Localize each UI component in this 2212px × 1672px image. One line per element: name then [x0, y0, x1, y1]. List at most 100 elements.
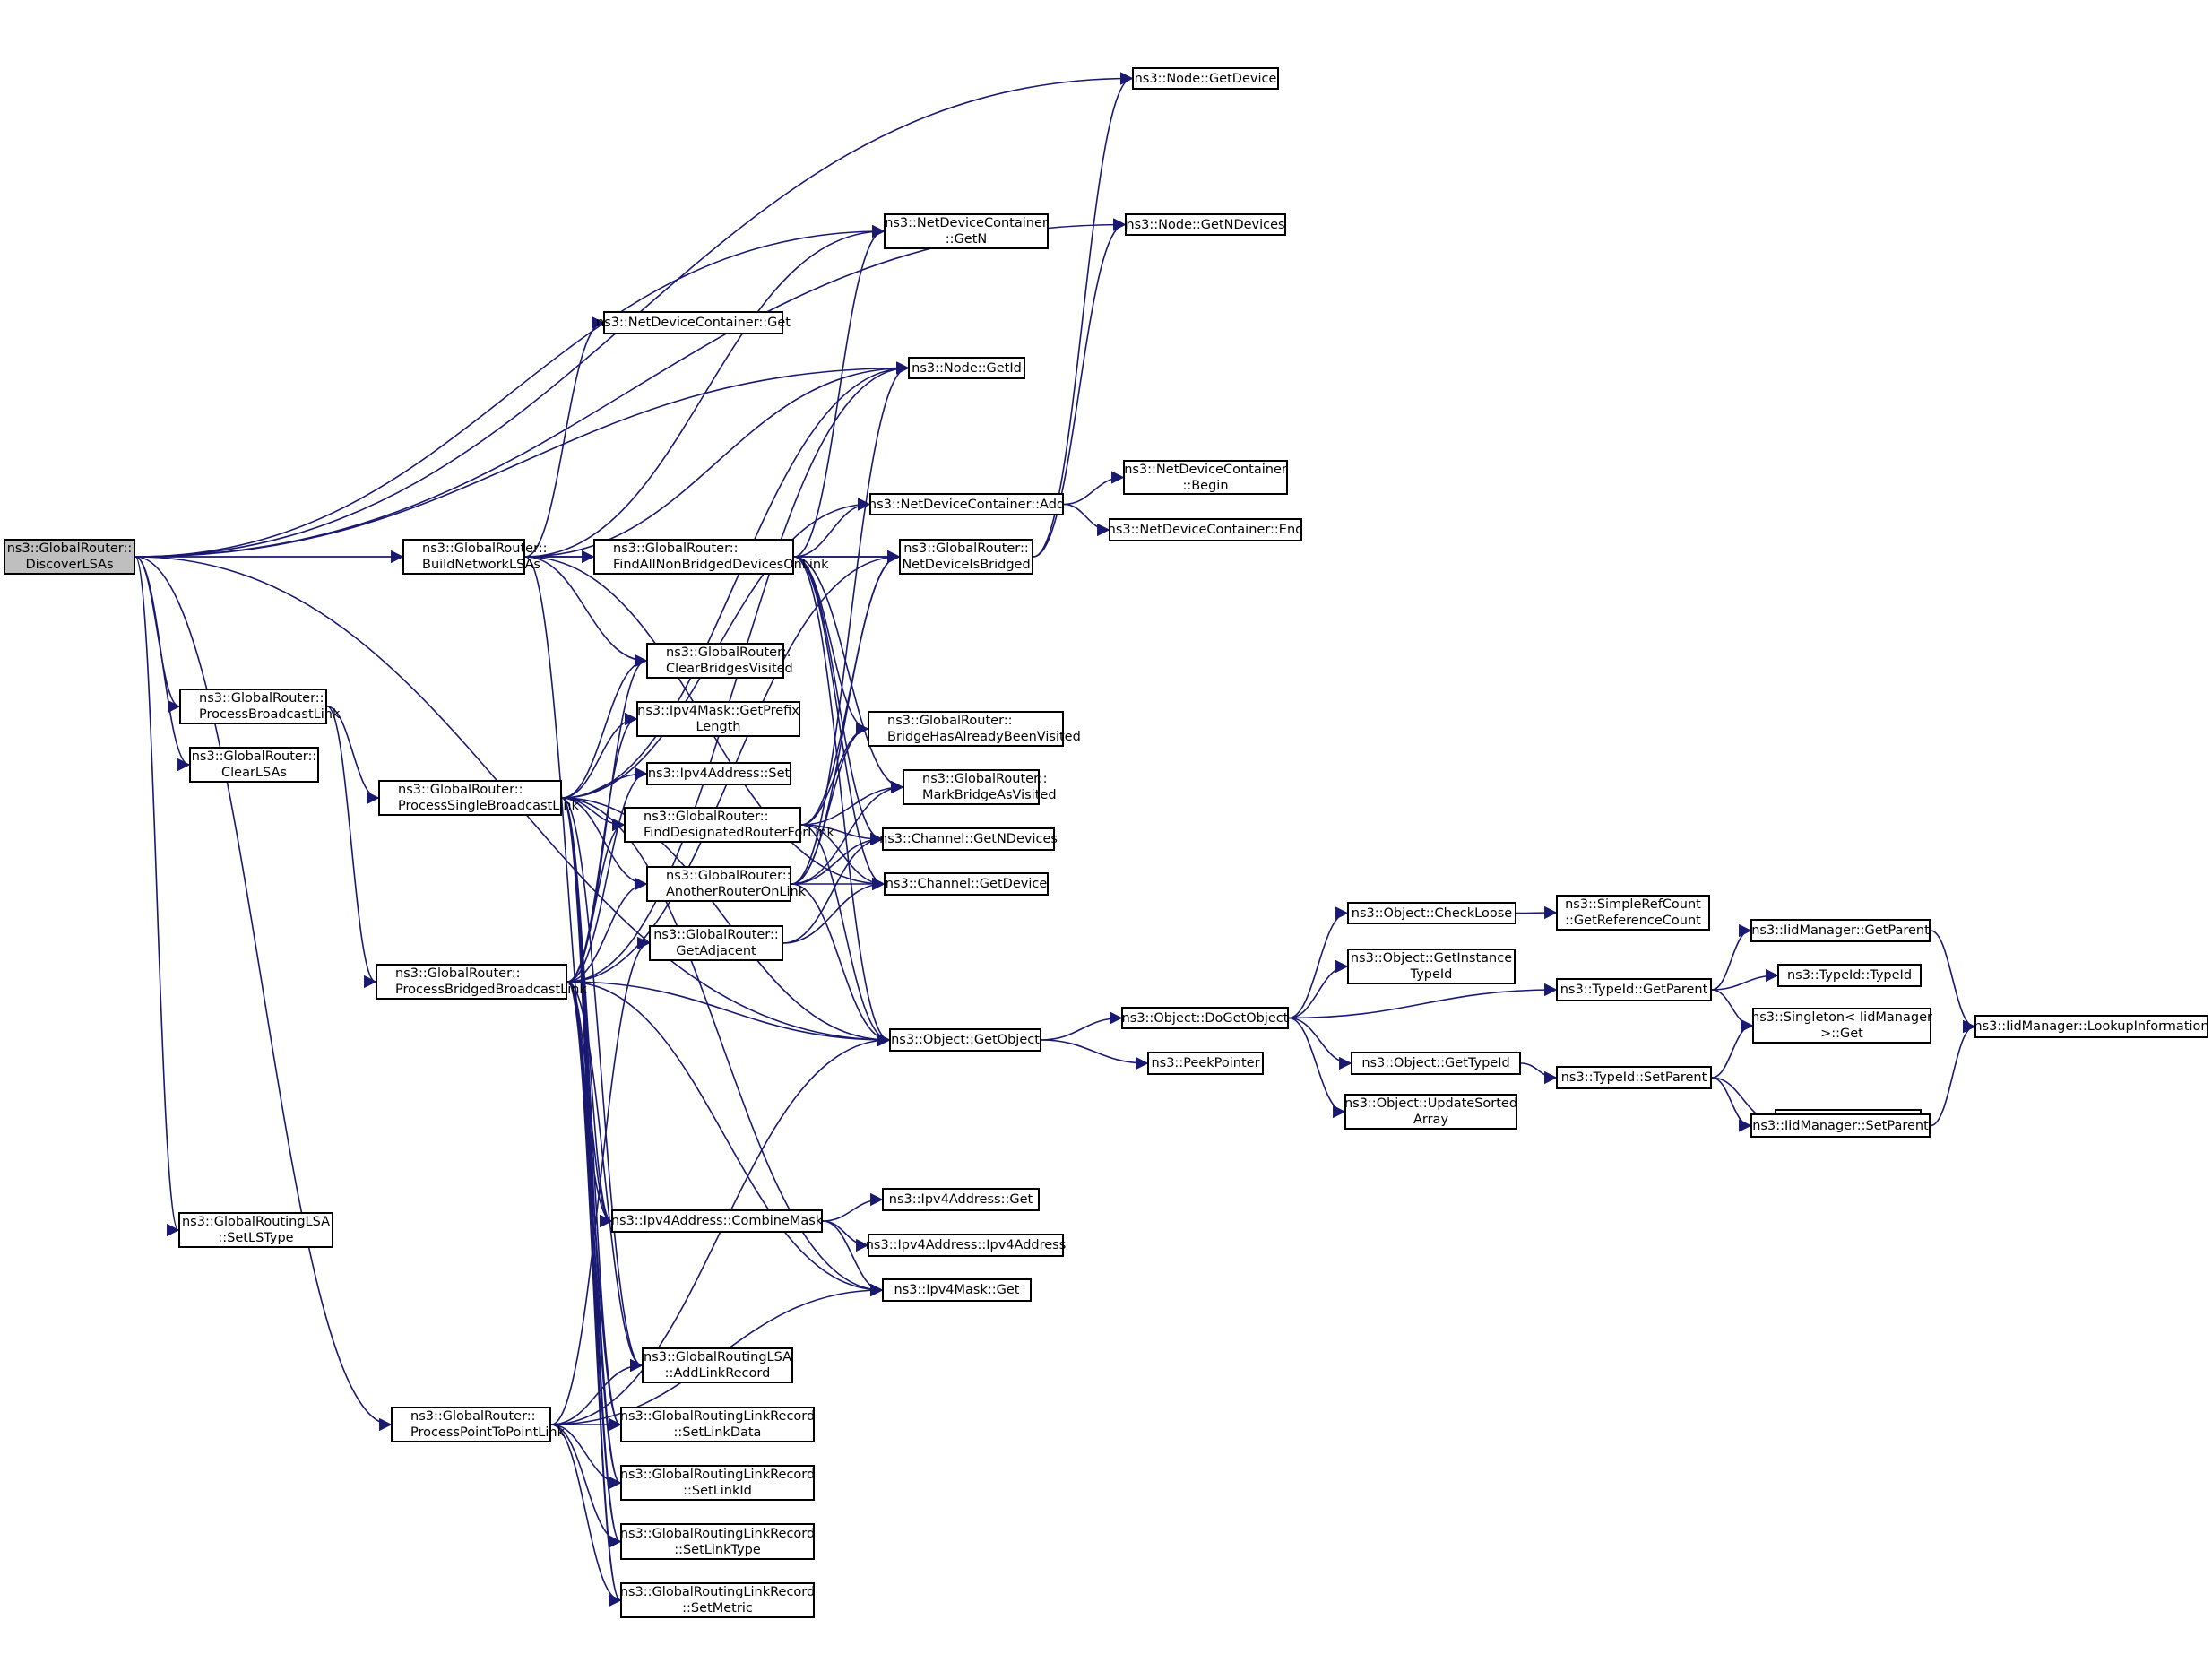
node-label-line: ns3::GlobalRouter::: [6, 541, 133, 556]
node-get-adjacent[interactable]: ns3::GlobalRouter::GetAdjacent: [649, 925, 783, 961]
node-process-point-to-point-link[interactable]: ns3::GlobalRouter::ProcessPointToPointLi…: [391, 1407, 565, 1442]
node-label-line: ns3::GlobalRouter::: [398, 783, 523, 797]
edge-another-router-on-link-to-mark-bridge-as-visited: [791, 780, 904, 885]
node-label-line: ns3::GlobalRouter::: [666, 869, 791, 883]
node-label-line: ns3::NetDeviceContainer::End: [1107, 523, 1304, 537]
node-bridge-has-already-been-visited[interactable]: ns3::GlobalRouter::BridgeHasAlreadyBeenV…: [868, 711, 1081, 747]
node-clear-ls-as[interactable]: ns3::GlobalRouter::ClearLSAs: [189, 747, 319, 783]
node-label-line: ns3::Object::GetInstance: [1350, 951, 1513, 966]
edge-build-network-ls-as-to-ndc-get-n: [524, 224, 886, 558]
node-ipv4-address-set[interactable]: ns3::Ipv4Address::Set: [646, 762, 791, 785]
node-type-id-set-parent[interactable]: ns3::TypeId::SetParent: [1556, 1066, 1712, 1089]
node-label-line: ::SetLinkId: [683, 1484, 752, 1498]
node-label-line: ns3::NetDeviceContainer: [885, 216, 1048, 230]
node-get-object[interactable]: ns3::Object::GetObject: [889, 1028, 1041, 1052]
node-label-line: ClearLSAs: [221, 766, 287, 780]
node-label-line: TypeId: [1410, 967, 1453, 982]
node-label-line: ns3::TypeId::GetParent: [1560, 983, 1708, 997]
node-check-loose[interactable]: ns3::Object::CheckLoose: [1347, 902, 1516, 924]
node-process-single-broadcast-link[interactable]: ns3::GlobalRouter::ProcessSingleBroadcas…: [378, 780, 579, 816]
node-label-line: ns3::GlobalRouter::: [422, 541, 548, 556]
node-set-ls-type[interactable]: ns3::GlobalRoutingLSA::SetLSType: [178, 1212, 333, 1248]
edge-build-network-ls-as-to-combine-mask: [524, 556, 613, 1227]
edge-find-designated-router-for-link-to-channel-get-device: [800, 824, 886, 891]
node-peek-pointer[interactable]: ns3::PeekPointer: [1147, 1052, 1264, 1075]
node-type-id-type-id[interactable]: ns3::TypeId::TypeId: [1777, 964, 1922, 987]
node-set-link-data[interactable]: ns3::GlobalRoutingLinkRecord::SetLinkDat…: [620, 1407, 815, 1442]
node-discover-ls-as[interactable]: ns3::GlobalRouter::DiscoverLSAs: [4, 539, 135, 575]
edge-process-point-to-point-link-to-set-metric: [550, 1424, 622, 1607]
node-find-designated-router-for-link[interactable]: ns3::GlobalRouter::FindDesignatedRouterF…: [624, 807, 834, 843]
node-ipv4-mask-get[interactable]: ns3::Ipv4Mask::Get: [882, 1278, 1032, 1302]
edge-ndc-add-to-ndc-end: [1063, 503, 1110, 537]
node-combine-mask[interactable]: ns3::Ipv4Address::CombineMask: [611, 1209, 823, 1233]
node-label-line: ::AddLinkRecord: [664, 1366, 771, 1381]
node-singleton-get[interactable]: ns3::Singleton< IidManager>::Get: [1751, 1008, 1932, 1044]
node-find-all-non-bridged[interactable]: ns3::GlobalRouter::FindAllNonBridgedDevi…: [593, 539, 829, 575]
node-label-line: ns3::IidManager::GetParent: [1751, 923, 1930, 938]
node-ndc-get-n[interactable]: ns3::NetDeviceContainer::GetN: [884, 213, 1049, 249]
node-clear-bridges-visited[interactable]: ns3::GlobalRouter::ClearBridgesVisited: [646, 643, 793, 679]
node-node-get-device[interactable]: ns3::Node::GetDevice: [1132, 67, 1279, 90]
edge-discover-ls-as-to-clear-ls-as: [134, 556, 191, 772]
edge-process-single-broadcast-link-to-add-link-record: [561, 797, 644, 1372]
node-iid-get-parent[interactable]: ns3::IidManager::GetParent: [1750, 919, 1931, 942]
node-another-router-on-link[interactable]: ns3::GlobalRouter::AnotherRouterOnLink: [646, 866, 806, 902]
node-mark-bridge-as-visited[interactable]: ns3::GlobalRouter::MarkBridgeAsVisited: [903, 769, 1057, 805]
node-label-line: >::Get: [1820, 1027, 1863, 1041]
node-net-device-is-bridged[interactable]: ns3::GlobalRouter::NetDeviceIsBridged: [899, 539, 1033, 575]
node-ipv4-address-get[interactable]: ns3::Ipv4Address::Get: [882, 1188, 1040, 1211]
node-node-get-n-devices[interactable]: ns3::Node::GetNDevices: [1125, 213, 1286, 236]
node-iid-set-parent[interactable]: ns3::IidManager::SetParent: [1750, 1113, 1931, 1138]
edge-process-single-broadcast-link-to-set-link-id: [561, 797, 622, 1489]
node-label-line: ns3::GlobalRouter::: [613, 541, 739, 556]
node-label-line: ::SetLSType: [218, 1231, 294, 1245]
edge-type-id-set-parent-to-iid-set-parent: [1711, 1077, 1752, 1132]
node-add-link-record[interactable]: ns3::GlobalRoutingLSA::AddLinkRecord: [642, 1347, 793, 1383]
node-ndc-end[interactable]: ns3::NetDeviceContainer::End: [1107, 518, 1304, 541]
edge-process-point-to-point-link-to-set-link-type: [550, 1424, 622, 1548]
node-label-line: ::GetN: [945, 232, 988, 247]
edge-process-bridged-broadcast-link-to-ipv4-address-set: [566, 767, 648, 983]
edge-iid-get-parent-to-lookup-information: [1930, 930, 1976, 1034]
node-label-line: ns3::Ipv4Mask::Get: [894, 1283, 1020, 1297]
node-ndc-get[interactable]: ns3::NetDeviceContainer::Get: [596, 311, 791, 334]
node-lookup-information[interactable]: ns3::IidManager::LookupInformation: [1974, 1015, 2209, 1038]
node-label-line: ns3::GlobalRouter::: [191, 749, 317, 764]
node-set-link-type[interactable]: ns3::GlobalRoutingLinkRecord::SetLinkTyp…: [620, 1523, 815, 1560]
node-label-line: ns3::NetDeviceContainer::Add: [868, 497, 1066, 512]
node-label-line: ns3::GlobalRouter::: [903, 541, 1029, 556]
edge-process-bridged-broadcast-link-to-another-router-on-link: [566, 877, 648, 983]
node-node-get-id[interactable]: ns3::Node::GetId: [908, 357, 1025, 379]
node-ndc-begin[interactable]: ns3::NetDeviceContainer::Begin: [1123, 460, 1288, 495]
node-ipv4-address-ctor[interactable]: ns3::Ipv4Address::Ipv4Address: [866, 1234, 1066, 1257]
edge-process-bridged-broadcast-link-to-find-designated-router-for-link: [566, 818, 626, 983]
edge-find-all-non-bridged-to-ndc-get-n: [793, 224, 886, 558]
node-channel-get-device[interactable]: ns3::Channel::GetDevice: [884, 872, 1049, 896]
node-label-line: NetDeviceIsBridged: [902, 558, 1031, 572]
node-label-line: ProcessPointToPointLink: [410, 1425, 565, 1440]
node-type-id-get-parent[interactable]: ns3::TypeId::GetParent: [1556, 978, 1712, 1001]
edge-process-bridged-broadcast-link-to-add-link-record: [566, 981, 644, 1373]
node-set-metric[interactable]: ns3::GlobalRoutingLinkRecord::SetMetric: [620, 1582, 815, 1618]
node-label-line: ns3::Ipv4Mask::GetPrefix: [637, 704, 799, 718]
node-build-network-ls-as[interactable]: ns3::GlobalRouter::BuildNetworkLSAs: [402, 539, 548, 575]
node-get-reference-count[interactable]: ns3::SimpleRefCount::GetReferenceCount: [1556, 895, 1710, 931]
node-label-line: MarkBridgeAsVisited: [922, 788, 1057, 802]
edge-net-device-is-bridged-to-node-get-device: [1033, 72, 1134, 558]
node-label-line: ns3::IidManager::LookupInformation: [1974, 1019, 2209, 1034]
edge-net-device-is-bridged-to-node-get-n-devices: [1033, 218, 1127, 558]
node-ndc-add[interactable]: ns3::NetDeviceContainer::Add: [868, 493, 1066, 515]
node-object-get-type-id[interactable]: ns3::Object::GetTypeId: [1351, 1052, 1521, 1075]
node-do-get-object[interactable]: ns3::Object::DoGetObject: [1121, 1007, 1289, 1029]
edge-get-adjacent-to-channel-get-n-devices: [782, 832, 884, 944]
edge-another-router-on-link-to-channel-get-n-devices: [791, 832, 884, 885]
node-channel-get-n-devices[interactable]: ns3::Channel::GetNDevices: [879, 827, 1058, 851]
node-process-bridged-broadcast-link[interactable]: ns3::GlobalRouter::ProcessBridgedBroadca…: [376, 964, 587, 1000]
node-label-line: ns3::Ipv4Address::CombineMask: [610, 1214, 824, 1228]
node-set-link-id[interactable]: ns3::GlobalRoutingLinkRecord::SetLinkId: [620, 1465, 815, 1501]
node-process-broadcast-link[interactable]: ns3::GlobalRouter::ProcessBroadcastLink: [179, 689, 340, 724]
